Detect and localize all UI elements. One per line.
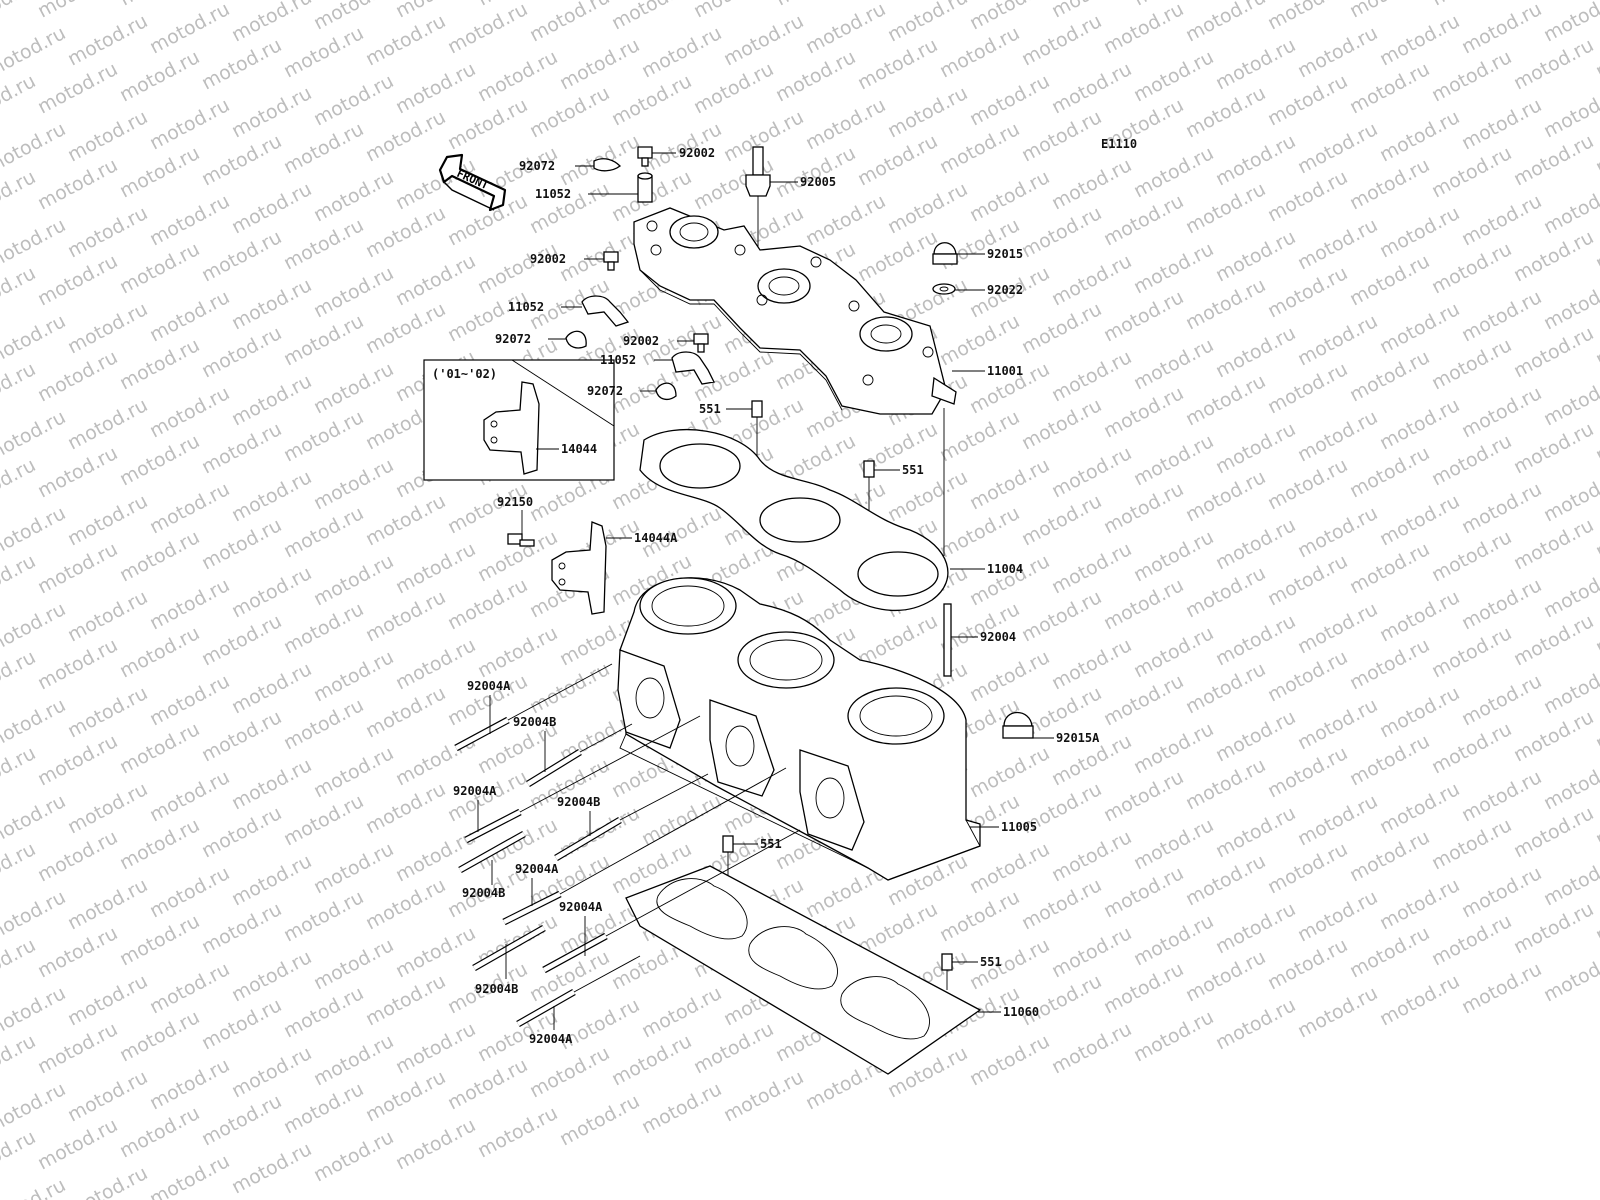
washer-92022 bbox=[932, 283, 956, 295]
cylinder-block-11005 bbox=[617, 577, 981, 881]
part-number-callouts: 92072 92002 11052 92005 92015 92002 92022 11052… bbox=[453, 146, 1100, 1046]
base-gasket-11060 bbox=[625, 865, 982, 1075]
part-callout-c-14044: 14044 bbox=[561, 442, 597, 456]
part-callout-c-11052-a: 11052 bbox=[535, 187, 571, 201]
part-callout-c-551-a: 551 bbox=[699, 402, 721, 416]
part-callout-c-92072-b: 92072 bbox=[495, 332, 531, 346]
part-callout-c-92150: 92150 bbox=[497, 495, 533, 509]
spacer-11052-a bbox=[637, 172, 653, 203]
cap-nut-92015 bbox=[932, 242, 958, 265]
part-callout-c-92015: 92015 bbox=[987, 247, 1023, 261]
part-callout-c-551-b: 551 bbox=[902, 463, 924, 477]
part-callout-c-92005: 92005 bbox=[800, 175, 836, 189]
bolt-92150 bbox=[507, 533, 535, 547]
part-callout-c-92004B-3: 92004B bbox=[462, 886, 505, 900]
part-callout-c-92004A-1: 92004A bbox=[467, 679, 511, 693]
hose-clamp-92072-c bbox=[655, 382, 677, 401]
part-callout-c-11004: 11004 bbox=[987, 562, 1023, 576]
variant-box: ('01~'02) bbox=[423, 359, 615, 481]
bracket-11052-b bbox=[581, 295, 630, 327]
callout-leaders bbox=[477, 152, 1054, 1030]
part-callout-c-92004B-4: 92004B bbox=[475, 982, 518, 996]
part-callout-c-11060: 11060 bbox=[1003, 1005, 1039, 1019]
part-callout-c-92002-b: 92002 bbox=[530, 252, 566, 266]
diagram-code: E1110 bbox=[1101, 137, 1137, 151]
front-arrow-icon: FRONT bbox=[438, 153, 507, 212]
cap-nut-92015A bbox=[1002, 711, 1034, 739]
bolt-92002-a bbox=[637, 146, 653, 167]
bolt-92002-b bbox=[603, 251, 619, 271]
stud-group-left bbox=[454, 663, 801, 1028]
part-callout-c-551-c: 551 bbox=[760, 837, 782, 851]
hose-clamp-92072-b bbox=[565, 330, 587, 349]
dowel-pin-551-c bbox=[722, 835, 734, 876]
dowel-pin-551-d bbox=[941, 953, 953, 990]
part-callout-c-11052-b: 11052 bbox=[508, 300, 544, 314]
bolt-92002-c bbox=[693, 333, 709, 353]
part-callout-c-92004A-4: 92004A bbox=[559, 900, 603, 914]
part-callout-c-14044A: 14044A bbox=[634, 531, 678, 545]
part-callout-c-92004B-1: 92004B bbox=[513, 715, 556, 729]
fitting-92005 bbox=[745, 146, 771, 252]
part-callout-c-92072-a: 92072 bbox=[519, 159, 555, 173]
part-callout-c-11052-c: 11052 bbox=[600, 353, 636, 367]
part-callout-c-11005: 11005 bbox=[1001, 820, 1037, 834]
part-callout-c-92002-a: 92002 bbox=[679, 146, 715, 160]
part-callout-c-92004: 92004 bbox=[980, 630, 1016, 644]
part-callout-c-551-d: 551 bbox=[980, 955, 1002, 969]
cylinder-head-11001 bbox=[633, 207, 957, 556]
variant-box-label: ('01~'02) bbox=[432, 367, 497, 381]
stud-92004 bbox=[943, 603, 952, 677]
part-callout-c-92004A-5: 92004A bbox=[529, 1032, 573, 1046]
front-label: FRONT bbox=[455, 167, 491, 192]
hose-clamp-92072-a bbox=[593, 158, 621, 172]
part-callout-c-92022: 92022 bbox=[987, 283, 1023, 297]
part-callout-c-92004B-2: 92004B bbox=[557, 795, 600, 809]
bracket-11052-c bbox=[671, 351, 715, 385]
part-callout-c-92004A-3: 92004A bbox=[515, 862, 559, 876]
part-callout-c-92015A: 92015A bbox=[1056, 731, 1100, 745]
bracket-14044A bbox=[551, 521, 607, 615]
head-gasket-11004 bbox=[639, 428, 949, 612]
part-callout-c-92002-c: 92002 bbox=[623, 334, 659, 348]
part-callout-c-92072-c: 92072 bbox=[587, 384, 623, 398]
part-callout-c-92004A-2: 92004A bbox=[453, 784, 497, 798]
part-callout-c-11001: 11001 bbox=[987, 364, 1023, 378]
